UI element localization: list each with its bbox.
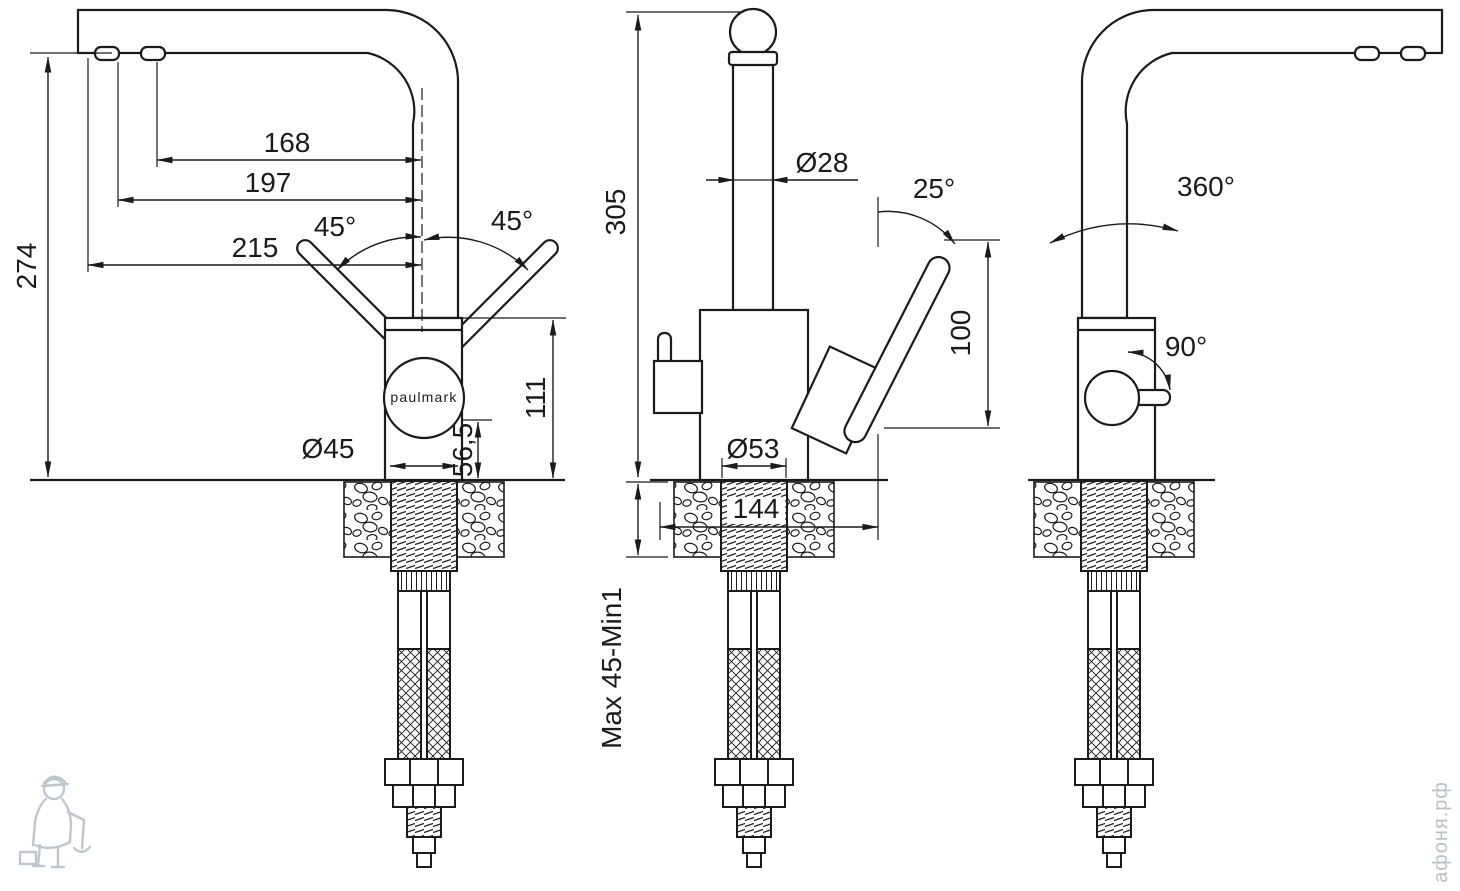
side-view: 305 Ø28 25° 100 Ø53 144 Max 45-Min1 bbox=[596, 7, 1000, 869]
brand-logo: paulmark bbox=[390, 389, 457, 405]
dim-label-305: 305 bbox=[600, 189, 631, 236]
dim-label-reach-outer: 215 bbox=[232, 232, 279, 263]
dim-label-565: 56,5 bbox=[447, 423, 478, 478]
spout-column bbox=[731, 50, 775, 312]
plumber-head bbox=[42, 777, 66, 801]
angle-arc-right bbox=[423, 233, 529, 271]
swing-label-90: 90° bbox=[1165, 331, 1207, 362]
dim-label-body-dia: Ø45 bbox=[302, 433, 355, 464]
swing-arc-90 bbox=[1127, 349, 1171, 391]
swivel-arc-360 bbox=[1049, 223, 1179, 244]
handle-lever bbox=[843, 255, 951, 444]
site-watermark: афоня.рф bbox=[1430, 781, 1452, 883]
plumber-watermark bbox=[18, 775, 92, 869]
label-backplate bbox=[727, 497, 785, 524]
front-view: 274 168 197 215 45° 45° Ø45 111 56,5 pau… bbox=[11, 8, 566, 869]
mount-thickness-label: Max 45-Min1 bbox=[596, 587, 627, 749]
front-labels: 274 168 197 215 45° 45° Ø45 111 56,5 pau… bbox=[11, 127, 551, 477]
angle-arc-left bbox=[336, 233, 422, 271]
dim-label-height: 274 bbox=[11, 243, 42, 290]
aerator-inner bbox=[1353, 45, 1381, 62]
dim-label-144: 144 bbox=[733, 493, 780, 524]
rear-labels: 360° 90° bbox=[1165, 171, 1235, 362]
spout-cap bbox=[728, 7, 778, 57]
swivel-label-360: 360° bbox=[1177, 171, 1235, 202]
aerator-inner bbox=[139, 45, 167, 62]
dim-label-reach-mid: 197 bbox=[245, 167, 292, 198]
angle-arc-25 bbox=[877, 210, 956, 245]
under-counter-assembly bbox=[1032, 479, 1196, 869]
dim-label-111: 111 bbox=[520, 377, 551, 420]
logo-medallion bbox=[382, 356, 466, 440]
handle-pivot bbox=[1083, 369, 1141, 427]
under-counter-assembly bbox=[342, 479, 506, 869]
spout-outline bbox=[76, 8, 460, 320]
rear-view: 360° 90° bbox=[1028, 8, 1444, 869]
side-labels: 305 Ø28 25° 100 Ø53 144 Max 45-Min1 bbox=[596, 147, 976, 749]
dim-label-100: 100 bbox=[945, 310, 976, 357]
dim-label-dia53: Ø53 bbox=[727, 433, 780, 464]
cap-collar bbox=[727, 50, 779, 67]
side-dimension-lines bbox=[634, 14, 992, 556]
faucet-body bbox=[698, 308, 810, 482]
side-extension-lines bbox=[626, 11, 1000, 558]
filter-housing bbox=[652, 359, 704, 415]
under-counter-assembly bbox=[672, 479, 836, 869]
dim-label-reach-inner: 168 bbox=[264, 127, 311, 158]
angle-label-left: 45° bbox=[314, 211, 356, 242]
angle-label-25: 25° bbox=[913, 173, 955, 204]
spout-outline bbox=[1080, 8, 1444, 320]
dim-label-dia28: Ø28 bbox=[796, 147, 849, 178]
front-dimension-lines bbox=[44, 56, 557, 479]
rear-dimension-lines bbox=[1049, 223, 1179, 391]
aerator-outer bbox=[1399, 45, 1427, 62]
front-extension-lines bbox=[30, 52, 566, 421]
angle-label-right: 45° bbox=[491, 205, 533, 236]
